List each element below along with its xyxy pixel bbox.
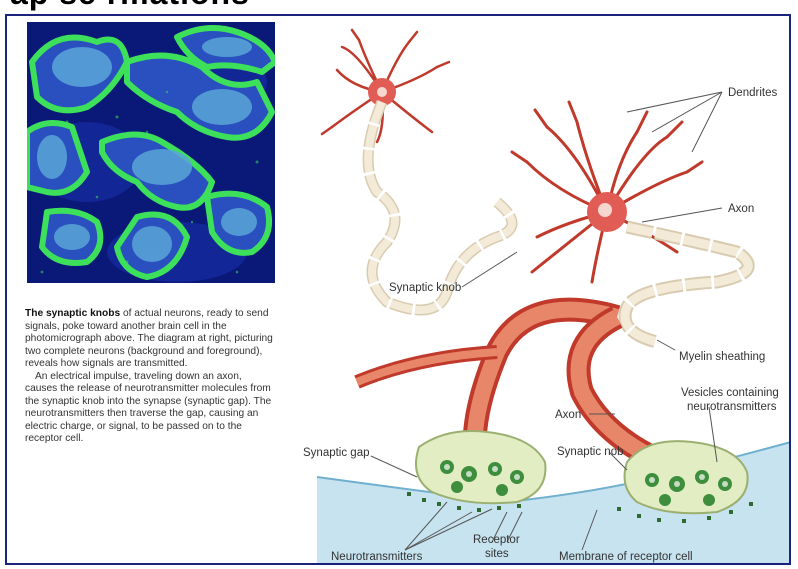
label-axon-mid: Axon (555, 409, 581, 421)
synaptic-knob-left (416, 431, 545, 503)
label-synaptic-knob: Synaptic knob (389, 282, 461, 294)
foreground-neuron (512, 102, 702, 282)
label-receptor-line1: Receptor (473, 534, 520, 546)
synaptic-knob-right (625, 441, 748, 513)
label-vesicles-line2: neurotransmitters (687, 401, 777, 413)
label-membrane: Membrane of receptor cell (559, 551, 693, 563)
photomicrograph (27, 22, 275, 283)
background-neuron (322, 30, 449, 142)
caption-paragraph-2: An electrical impulse, traveling down an… (25, 371, 275, 446)
label-myelin: Myelin sheathing (679, 351, 765, 363)
page-header-fragment: ap se rmations (0, 0, 798, 12)
label-axon-top: Axon (728, 203, 754, 215)
label-vesicles-line1: Vesicles containing (681, 387, 779, 399)
label-synaptic-gap: Synaptic gap (303, 447, 370, 459)
photomicrograph-image (27, 22, 275, 283)
neuron-diagram: Dendrites Axon Synaptic knob Myelin shea… (297, 22, 791, 565)
label-neurotransmitters: Neurotransmitters (331, 551, 423, 563)
photo-caption: The synaptic knobs of actual neurons, re… (25, 308, 275, 446)
caption-lead: The synaptic knobs (25, 308, 120, 319)
label-dendrites: Dendrites (728, 87, 777, 99)
content-frame: The synaptic knobs of actual neurons, re… (5, 14, 791, 565)
neuron-diagram-svg: Dendrites Axon Synaptic knob Myelin shea… (297, 22, 791, 565)
label-synaptic-nob: Synaptic nob (557, 446, 624, 458)
page-header-text: ap se rmations (10, 0, 250, 12)
caption-paragraph-1: The synaptic knobs of actual neurons, re… (25, 308, 275, 371)
label-receptor-line2: sites (485, 548, 509, 560)
